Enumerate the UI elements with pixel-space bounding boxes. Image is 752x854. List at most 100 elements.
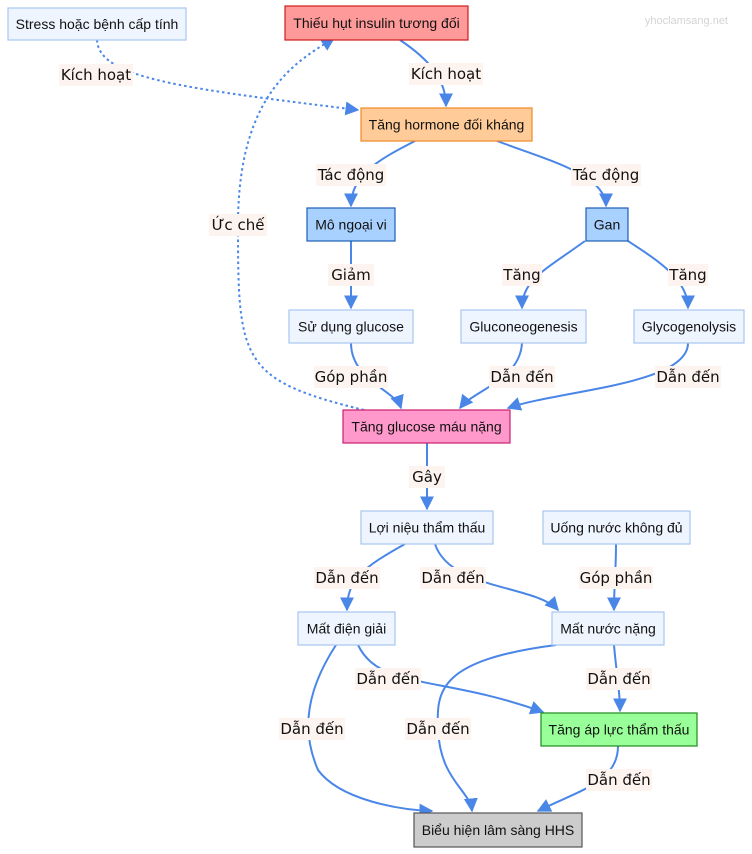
edge-label-hormone-to-mo: Tác động: [316, 164, 386, 186]
edge-label-tangap-to-bieuhien: Dẫn đến: [586, 769, 652, 791]
node-box: [542, 510, 691, 545]
edge-label-matnuoc-to-tangap: Dẫn đến: [586, 668, 652, 690]
edge-label-background: [314, 366, 388, 388]
edge-label-gan-to-glycogen: Tăng: [668, 264, 708, 286]
node-matdien: Mất điện giải: [297, 611, 396, 646]
node-label: Lợi niệu thẩm thấu: [369, 520, 486, 536]
node-glycogen: Glycogenolysis: [633, 309, 745, 344]
node-box: [585, 207, 629, 242]
node-label: Mất điện giải: [307, 621, 386, 637]
node-box: [460, 309, 587, 344]
node-label: Gluconeogenesis: [469, 319, 577, 335]
edge-label-glucose-to-loinieu: Gây: [409, 466, 445, 488]
edge-label-background: [409, 466, 445, 488]
node-box: [360, 510, 494, 545]
node-sudung: Sử dụng glucose: [288, 309, 414, 344]
nodes-layer: Stress hoặc bệnh cấp tính Thiếu hụt insul…: [7, 5, 745, 848]
edge-label-background: [655, 366, 721, 388]
edge-label-mo-to-sudung: Giảm: [328, 264, 374, 286]
node-label: Tăng hormone đối kháng: [369, 117, 525, 133]
edge-label-background: [316, 164, 386, 186]
node-box: [297, 611, 396, 646]
node-box: [306, 207, 396, 242]
node-label: Stress hoặc bệnh cấp tính: [16, 16, 179, 32]
node-label: Biểu hiện lâm sàng HHS: [422, 822, 575, 838]
edge-label-text: Góp phần: [580, 569, 653, 587]
node-label: Tăng áp lực thẩm thấu: [549, 722, 690, 738]
edge-label-background: [586, 668, 652, 690]
node-label: Gan: [594, 217, 620, 233]
node-label: Thiếu hụt insulin tương đối: [293, 15, 459, 31]
node-uongnuoc: Uống nước không đủ: [542, 510, 691, 545]
node-box: [342, 409, 511, 444]
edge-label-background: [59, 64, 133, 86]
node-tangap: Tăng áp lực thẩm thấu: [540, 712, 698, 747]
edge-label-text: Dẫn đến: [280, 720, 343, 738]
node-bieuhien: Biểu hiện lâm sàng HHS: [413, 812, 583, 848]
edge-label-text: Dẫn đến: [587, 670, 650, 688]
edge-label-text: Kích hoạt: [61, 66, 131, 84]
edge-label-text: Tăng: [502, 266, 540, 284]
node-stress: Stress hoặc bệnh cấp tính: [7, 7, 187, 41]
edge-label-text: Ức chế: [212, 215, 266, 234]
node-box: [288, 309, 414, 344]
node-box: [7, 7, 187, 41]
edge-label-text: Kích hoạt: [411, 65, 481, 83]
edge-label-text: Góp phần: [315, 368, 388, 386]
edge-label-loinieu-to-matnuoc: Dẫn đến: [420, 567, 486, 589]
edge-label-background: [328, 264, 374, 286]
node-loinieu: Lợi niệu thẩm thấu: [360, 510, 494, 545]
edge-label-background: [209, 214, 267, 236]
edge-label-text: Gây: [412, 468, 442, 486]
edge-label-text: Tác động: [317, 166, 385, 184]
edge-label-text: Dẫn đến: [656, 368, 719, 386]
edge-label-glycogen-to-glucose: Dẫn đến: [655, 366, 721, 388]
edge-label-background: [579, 567, 653, 589]
edge-label-background: [502, 264, 542, 286]
edge-hormone-to-gan: [496, 140, 613, 208]
edge-label-background: [314, 567, 380, 589]
node-label: Uống nước không đủ: [550, 520, 682, 536]
edge-label-stress-to-hormone: Kích hoạt: [59, 64, 133, 86]
node-box: [413, 812, 583, 848]
edge-label-loinieu-to-matdien: Dẫn đến: [314, 567, 380, 589]
watermark-text: yhoclamsang.net: [645, 15, 728, 27]
node-gluconeo: Gluconeogenesis: [460, 309, 587, 344]
edge-label-text: Tăng: [668, 266, 706, 284]
node-label: Tăng glucose máu nặng: [351, 419, 501, 435]
edge-label-gan-to-gluconeo: Tăng: [502, 264, 542, 286]
node-box: [540, 712, 698, 747]
edge-label-text: Dẫn đến: [406, 720, 469, 738]
node-glucose: Tăng glucose máu nặng: [342, 409, 511, 444]
edge-label-text: Dẫn đến: [315, 569, 378, 587]
node-insulin: Thiếu hụt insulin tương đối: [284, 5, 469, 41]
edge-label-matnuoc-to-bieuhien: Dẫn đến: [405, 718, 471, 740]
node-label: Sử dụng glucose: [298, 319, 404, 335]
node-box: [284, 5, 469, 41]
edge-label-uongnuoc-to-matnuoc: Góp phần: [579, 567, 653, 589]
edge-matdien-to-bieuhien: [307, 644, 434, 818]
edge-label-background: [571, 164, 641, 186]
edge-stress-to-hormone: [96, 39, 360, 116]
node-box: [633, 309, 745, 344]
edge-label-background: [489, 366, 555, 388]
edge-label-text: Dẫn đến: [356, 670, 419, 688]
edge-label-background: [279, 718, 345, 740]
edge-label-gluconeo-to-glucose: Dẫn đến: [489, 366, 555, 388]
edge-label-matdien-to-bieuhien: Dẫn đến: [279, 718, 345, 740]
edge-label-background: [586, 769, 652, 791]
node-gan: Gan: [585, 207, 629, 242]
node-label: Mất nước nặng: [560, 621, 656, 637]
edge-label-text: Tác động: [572, 166, 640, 184]
edge-label-sudung-to-glucose: Góp phần: [314, 366, 388, 388]
edge-label-background: [409, 63, 483, 85]
edge-label-hormone-to-gan: Tác động: [571, 164, 641, 186]
node-box: [551, 611, 665, 646]
edge-label-text: Giảm: [331, 266, 371, 284]
edge-loinieu-to-matnuoc: [434, 543, 559, 612]
node-label: Glycogenolysis: [642, 319, 736, 335]
edge-label-text: Dẫn đến: [587, 771, 650, 789]
edge-label-insulin-to-hormone: Kích hoạt: [409, 63, 483, 85]
